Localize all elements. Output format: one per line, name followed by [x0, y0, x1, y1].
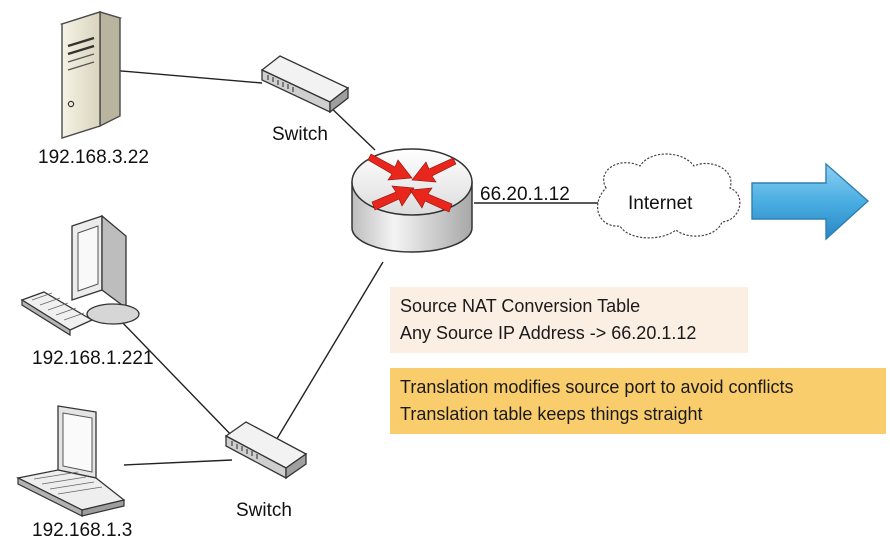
desktop-computer-icon[interactable] — [20, 214, 140, 337]
desktop-ip-label: 192.168.1.221 — [32, 348, 154, 369]
translation-note: Translation modifies source port to avoi… — [390, 368, 886, 434]
network-switch-icon[interactable] — [260, 55, 350, 114]
router-icon[interactable] — [351, 148, 473, 253]
nat-table-title: Source NAT Conversion Table — [400, 296, 641, 316]
network-switch-icon-bottom[interactable] — [224, 421, 308, 480]
translation-note-line-2: Translation table keeps things straight — [400, 404, 703, 424]
link-switch-router-bottom — [271, 261, 384, 448]
laptop-icon[interactable] — [16, 405, 126, 517]
nat-conversion-table: Source NAT Conversion Table Any Source I… — [390, 287, 748, 353]
cloud-icon — [597, 153, 741, 239]
laptop-ip-label: 192.168.1.3 — [32, 520, 133, 541]
nat-table-rule: Any Source IP Address -> 66.20.1.12 — [400, 323, 697, 343]
link-server-switch — [109, 69, 263, 84]
translation-note-line-1: Translation modifies source port to avoi… — [400, 377, 794, 397]
internet-label: Internet — [628, 193, 693, 214]
server-tower-icon[interactable] — [59, 11, 123, 139]
switch-top-label: Switch — [272, 124, 328, 145]
link-laptop-switch — [123, 459, 233, 466]
switch-bottom-label: Switch — [236, 500, 292, 521]
link-desktop-switch — [117, 317, 237, 441]
right-arrow-icon — [751, 162, 870, 241]
router-wan-ip-label: 66.20.1.12 — [480, 184, 570, 205]
server-ip-label: 192.168.3.22 — [38, 147, 149, 168]
